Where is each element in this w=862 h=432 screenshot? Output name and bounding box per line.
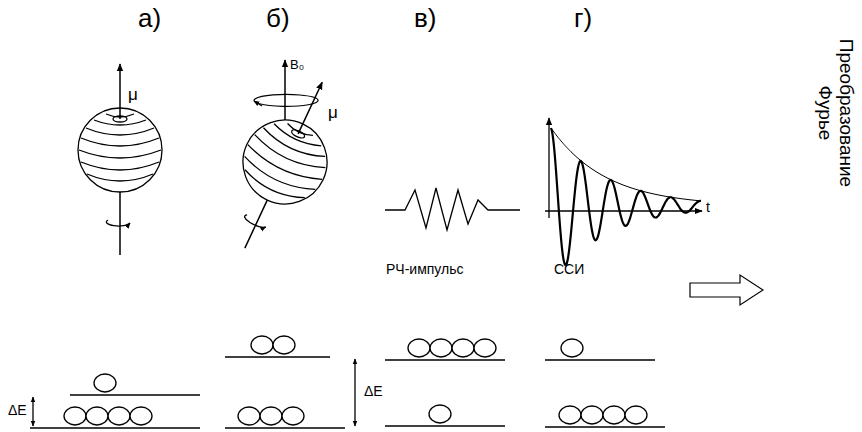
vector-symbol: μ xyxy=(128,86,138,105)
signal-name: РЧ-импульс xyxy=(386,262,464,277)
energy-gap: ΔE xyxy=(8,403,27,418)
axis xyxy=(548,118,549,218)
field-symbol: B₀ xyxy=(290,58,304,72)
fid-signal xyxy=(551,128,701,265)
spinning-nucleus xyxy=(78,64,162,255)
energy-gap: ΔE xyxy=(364,384,383,399)
field-arrow xyxy=(284,60,286,120)
precession-arrow xyxy=(254,101,262,106)
panel-letter: г) xyxy=(574,4,592,33)
panel-letter: в) xyxy=(414,4,436,33)
process-arrow xyxy=(690,275,763,305)
energy-levels xyxy=(30,336,665,428)
time-axis xyxy=(545,210,702,211)
precession-orbit xyxy=(254,94,318,106)
panel-letter: б) xyxy=(266,4,290,33)
decay-envelope xyxy=(551,128,701,201)
precessing-nucleus xyxy=(207,64,360,265)
vector-symbol: μ xyxy=(328,104,338,123)
rf-pulse xyxy=(385,188,520,230)
panel-letter: а) xyxy=(138,4,161,33)
axis-label: t xyxy=(706,200,710,215)
process-name: Преобразование Фурье xyxy=(814,28,856,198)
signal-name: ССИ xyxy=(554,262,584,277)
